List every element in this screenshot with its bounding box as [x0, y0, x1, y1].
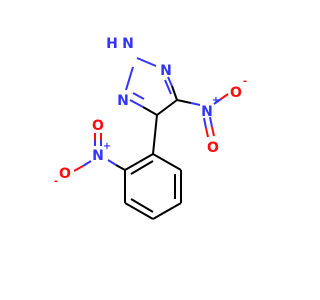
bond-n2-n1 [125, 66, 134, 91]
atom-nitro2-o-single: O [59, 166, 71, 182]
bond-ph3-ph4 [152, 202, 182, 220]
bond-ph1-ph2 [152, 153, 182, 171]
bond-nitro1-o-double-a2 [209, 116, 213, 128]
atom-n1: N [117, 93, 129, 109]
bond-ph6-ph1 [124, 153, 154, 171]
bond-c4-nitro1-b [190, 102, 201, 106]
bond-n2-n3 [136, 57, 157, 67]
bond-c4-nitro1 [176, 99, 192, 104]
charge-nitro2-n: + [103, 141, 111, 152]
bond-c4-n3-a [171, 85, 178, 101]
charge-nitro1-n: + [212, 95, 220, 106]
molecule-diagram: H N N N N + O - O N + O O - [54, 36, 247, 220]
atom-h-n2: H [106, 36, 118, 52]
bond-c4-n3-inner [164, 79, 172, 95]
bond-nitro2-o-single-a [82, 160, 92, 167]
bond-c5-ph1 [152, 114, 158, 155]
bond-c4-n3-b [167, 76, 173, 87]
bond-n1-c5-inner [132, 92, 145, 100]
bond-nitro1-o-single-b [220, 93, 229, 100]
atom-n3: N [160, 63, 172, 79]
bond-ph4-ph5-inner [130, 198, 154, 213]
atom-n2: N [122, 36, 134, 52]
bond-ph6-nitro2-a [115, 164, 126, 171]
atom-nitro2-n: N [92, 148, 104, 164]
bond-nitro1-o-double-b2 [211, 126, 215, 137]
atom-nitro1-o-double: O [207, 140, 219, 156]
bond-nitro2-o-single-b [73, 165, 84, 172]
charge-nitro1-o: - [243, 76, 247, 87]
charge-nitro2-o: - [54, 176, 58, 187]
bond-c5-c4 [156, 99, 178, 116]
bond-n1-c5-a [129, 99, 144, 108]
atom-nitro1-n: N [201, 104, 213, 120]
bond-nitro1-o-single-a [213, 98, 222, 105]
atom-nitro2-o-double: O [92, 118, 104, 134]
bond-nitro1-o-double-b1 [205, 127, 209, 138]
bond-nitro1-o-double-a1 [203, 117, 207, 129]
bond-ph6-ph1-inner [130, 160, 154, 175]
bond-ph6-nitro2-b [107, 159, 117, 166]
bond-ph4-ph5 [124, 202, 154, 220]
bond-n1-c5-b [142, 106, 158, 116]
atom-nitro1-o-single: O [230, 85, 242, 101]
